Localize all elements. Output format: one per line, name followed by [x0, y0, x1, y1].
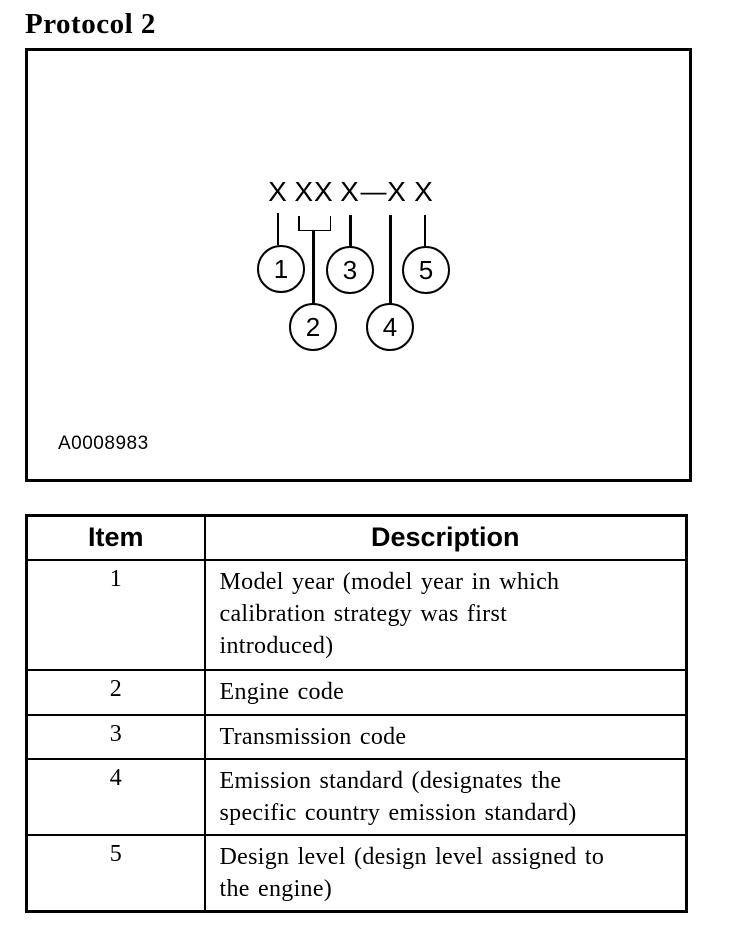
table-row: 2 Engine code: [25, 668, 688, 716]
code-char-3: X: [340, 176, 360, 207]
callout-number-2: 2: [305, 311, 321, 342]
table-row: 4 Emission standard (designates the spec…: [25, 757, 688, 836]
table-row: 3 Transmission code: [25, 713, 688, 760]
bracket-bottom-line: [298, 229, 331, 231]
item-number: 4: [25, 757, 206, 836]
item-description: Model year (model year in which calibrat…: [203, 558, 688, 671]
bracket-left-line: [298, 216, 300, 231]
column-header-description: Description: [203, 514, 688, 561]
leader-line-2: [311, 230, 315, 304]
callout-circle-1: 1: [257, 245, 305, 293]
item-description: Emission standard (designates the specif…: [203, 757, 688, 836]
leader-line-5: [424, 215, 426, 248]
dash-separator: —: [360, 176, 388, 206]
callout-number-3: 3: [342, 254, 358, 285]
callout-number-4: 4: [382, 311, 398, 342]
callout-number-1: 1: [273, 253, 289, 284]
table-header-row: Item Description: [25, 514, 688, 561]
item-description-table: Item Description 1 Model year (model yea…: [25, 514, 688, 913]
item-description: Design level (design level assigned to t…: [203, 833, 688, 912]
bracket-right-line: [329, 216, 331, 231]
callout-number-5: 5: [418, 254, 434, 285]
leader-line-4: [388, 215, 392, 304]
diagram-panel: X XX X — X X 1 2 3 4 5 A0008983: [25, 48, 692, 482]
table-row: 5 Design level (design level assigned to…: [25, 833, 688, 912]
item-number: 5: [25, 833, 206, 912]
item-number: 2: [25, 668, 206, 716]
callout-circle-5: 5: [402, 246, 450, 294]
code-char-4: X: [387, 176, 407, 207]
item-description: Engine code: [203, 668, 688, 716]
item-number: 1: [25, 558, 206, 671]
callout-circle-3: 3: [326, 246, 374, 294]
code-char-1: X: [268, 176, 288, 207]
item-description: Transmission code: [203, 713, 688, 760]
callout-circle-2: 2: [289, 303, 337, 351]
code-char-2: XX: [294, 176, 334, 207]
callout-circle-4: 4: [366, 303, 414, 351]
code-char-5: X: [414, 176, 434, 207]
leader-line-1: [277, 213, 279, 245]
column-header-item: Item: [25, 514, 206, 561]
item-number: 3: [25, 713, 206, 760]
figure-reference-label: A0008983: [58, 433, 149, 454]
leader-line-3: [348, 215, 352, 248]
table-row: 1 Model year (model year in which calibr…: [25, 558, 688, 671]
page-title: Protocol 2: [25, 8, 156, 40]
